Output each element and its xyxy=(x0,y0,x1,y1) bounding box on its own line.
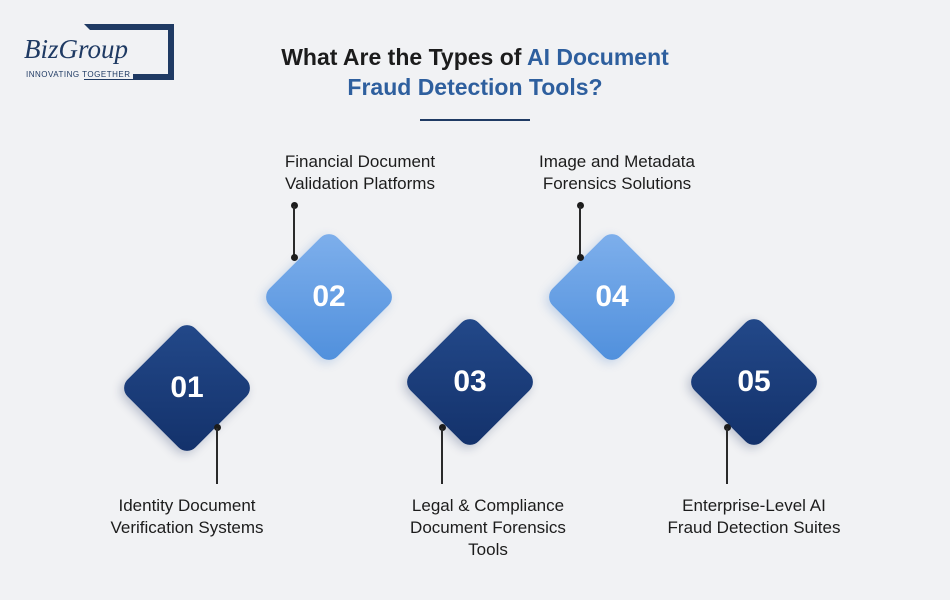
title-accent-1: AI Document xyxy=(526,44,669,70)
step-02-connector-line xyxy=(293,206,295,256)
step-03-label: Legal & Compliance Document Forensics To… xyxy=(378,495,598,561)
step-04-number: 04 xyxy=(595,280,629,313)
step-03-label-line1: Legal & Compliance xyxy=(411,496,565,515)
title-accent-2: Fraud Detection Tools? xyxy=(347,74,603,100)
step-03-number: 03 xyxy=(453,365,487,398)
logo-wordmark: BizGroup xyxy=(24,36,133,63)
step-04-label-line1: Image and Metadata xyxy=(539,152,695,171)
step-03-connector-dot xyxy=(439,424,446,431)
step-02-number: 02 xyxy=(312,280,346,313)
step-02-label-line2: Validation Platforms xyxy=(285,174,435,193)
step-02-connector-dot-bottom xyxy=(291,254,298,261)
step-05-label-line1: Enterprise-Level AI xyxy=(682,496,826,515)
step-04-connector-dot-bottom xyxy=(577,254,584,261)
step-04-label-line2: Forensics Solutions xyxy=(542,174,692,193)
step-01-label-line1: Identity Document xyxy=(118,496,256,515)
step-01-connector-line xyxy=(216,428,218,484)
step-03-connector-line xyxy=(441,428,443,484)
brand-logo: BizGroup INNOVATING TOGETHER xyxy=(22,24,174,84)
step-04-label: Image and Metadata Forensics Solutions xyxy=(507,151,727,195)
step-02-label: Financial Document Validation Platforms xyxy=(250,151,470,195)
step-05-connector-dot xyxy=(724,424,731,431)
step-02-label-line1: Financial Document xyxy=(284,152,436,171)
title-plain: What Are the Types of xyxy=(281,44,527,70)
step-01-label: Identity Document Verification Systems xyxy=(77,495,297,539)
step-05-label-line2: Fraud Detection Suites xyxy=(667,518,841,537)
step-02-connector-dot-top xyxy=(291,202,298,209)
step-03-label-line2: Document Forensics xyxy=(410,518,566,537)
step-05-number: 05 xyxy=(737,365,771,398)
step-05-label: Enterprise-Level AI Fraud Detection Suit… xyxy=(644,495,864,539)
step-03-label-line3: Tools xyxy=(468,540,508,559)
step-01-label-line2: Verification Systems xyxy=(110,518,264,537)
step-04-connector-line xyxy=(579,206,581,256)
step-04-connector-dot-top xyxy=(577,202,584,209)
page-title: What Are the Types of AI Document Fraud … xyxy=(250,42,700,102)
step-05-connector-line xyxy=(726,428,728,484)
logo-tagline: INNOVATING TOGETHER xyxy=(26,70,134,79)
step-01-connector-dot xyxy=(214,424,221,431)
title-underline xyxy=(420,119,530,121)
step-01-number: 01 xyxy=(170,371,204,404)
